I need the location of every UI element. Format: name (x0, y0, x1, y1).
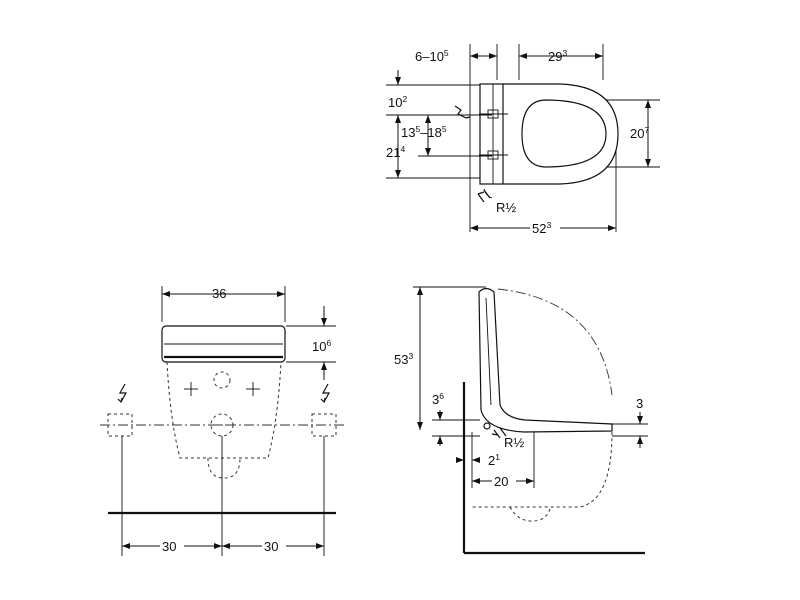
dim-offset-label: 6–105 (415, 48, 449, 64)
dim-seat-width-line (519, 53, 603, 59)
bowl-outline (166, 361, 282, 459)
dim-offset-line (470, 53, 497, 59)
lid-raised (478, 287, 613, 433)
seat-outline (503, 83, 619, 185)
control-unit (479, 83, 504, 185)
dim-small-left-label: 36 (432, 391, 444, 407)
dim-left-label: 30 (162, 539, 176, 554)
dim-upper-label: 102 (388, 94, 407, 110)
dim-height-label: 106 (312, 338, 331, 354)
connection-label-side: R½ (504, 435, 524, 450)
dim-total-label: 523 (532, 220, 551, 236)
lid-swing-arc (497, 288, 613, 396)
lightning-icon-right (320, 383, 331, 404)
dim-range-line (425, 115, 431, 156)
bowl-opening (521, 99, 607, 168)
dim-offset-line-side (456, 457, 480, 463)
front-view: 36 106 (100, 286, 345, 556)
connection-point (483, 422, 491, 430)
dim-width-line (162, 291, 285, 297)
dim-lower-line (395, 115, 401, 178)
power-cable-icon (454, 105, 471, 119)
seat-lid (161, 325, 286, 363)
top-view: 6–105 293 102 135–185 214 (386, 44, 660, 236)
dim-small-right-line (637, 412, 643, 448)
dim-right-label-front: 30 (264, 539, 278, 554)
bowl-outline-side (470, 431, 613, 508)
dim-depth-label: 20 (494, 474, 508, 489)
connection-label-top: R½ (496, 200, 516, 215)
lightning-icon-left (117, 383, 128, 404)
water-inlet-icon-side (491, 427, 507, 439)
dim-width-label: 36 (212, 286, 226, 301)
dim-offset-label-side: 21 (488, 452, 500, 468)
dim-small-right-label: 3 (636, 396, 643, 411)
side-view: 533 36 3 R½ (394, 286, 648, 555)
dim-small-left-line (437, 410, 443, 446)
dim-height-label-side: 533 (394, 351, 413, 367)
dim-height-line (321, 306, 327, 380)
dim-lower-label: 214 (386, 144, 405, 160)
dim-right-line (645, 100, 651, 167)
dim-height-line-side (417, 287, 423, 430)
dim-range-label: 135–185 (401, 124, 447, 140)
dim-seat-width-label: 293 (548, 48, 567, 64)
dim-right-label: 207 (630, 125, 649, 141)
